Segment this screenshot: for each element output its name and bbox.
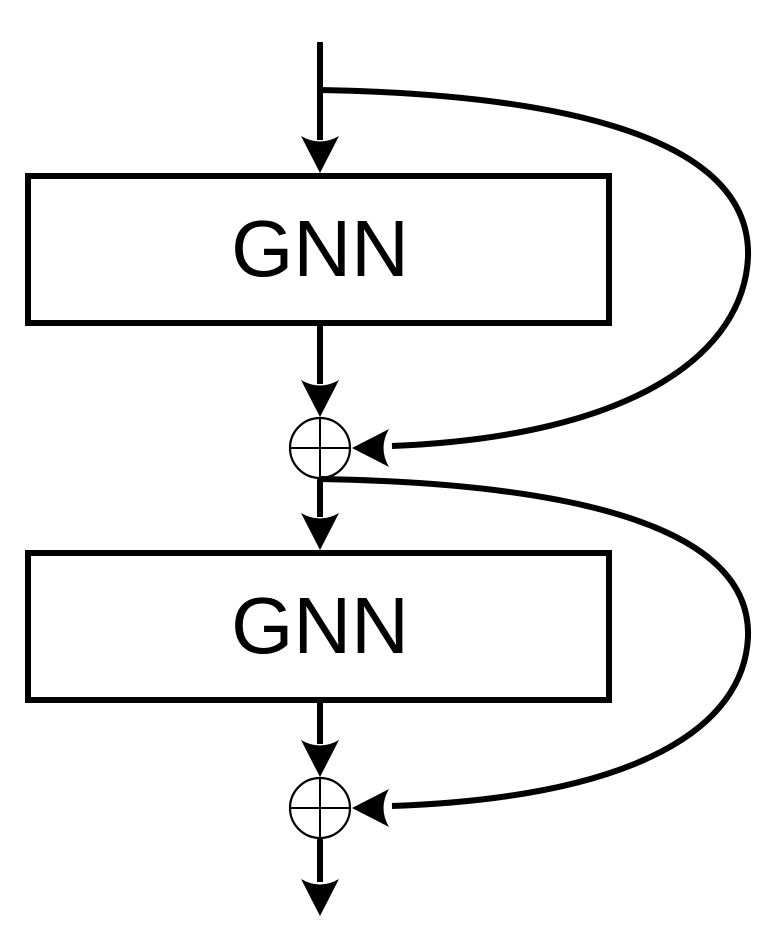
- gnn-block-1-label: GNN: [231, 204, 409, 293]
- skip-connection-1: [319, 87, 752, 467]
- sum-operator-1: [288, 416, 352, 480]
- arrow-sum1-to-gnn2: [301, 478, 339, 550]
- output-arrowhead: [301, 879, 339, 916]
- arrowhead-into-gnn2: [301, 513, 339, 550]
- arrowhead-into-gnn1: [301, 136, 339, 173]
- arrowhead-above-sum1: [301, 380, 339, 417]
- gnn-block-1-rect: [25, 173, 612, 326]
- sum-operator-2: [288, 776, 352, 840]
- gnn-block-1: GNN: [25, 173, 612, 326]
- input-arrow: [301, 42, 339, 173]
- arrow-gnn1-to-sum1: [301, 326, 339, 417]
- skip-curve-2: [319, 476, 752, 809]
- skip-curve-1: [319, 87, 752, 449]
- gnn-block-2-rect: [25, 550, 612, 703]
- arrowhead-above-sum2: [301, 740, 339, 777]
- gnn-block-2-label: GNN: [231, 581, 409, 670]
- gnn-block-2: GNN: [25, 550, 612, 703]
- arrowhead-into-sum1: [352, 429, 389, 467]
- arrow-gnn2-to-sum2: [301, 701, 339, 777]
- output-arrow: [301, 838, 339, 916]
- skip-connection-2: [319, 476, 752, 827]
- arrowhead-into-sum2: [352, 789, 389, 827]
